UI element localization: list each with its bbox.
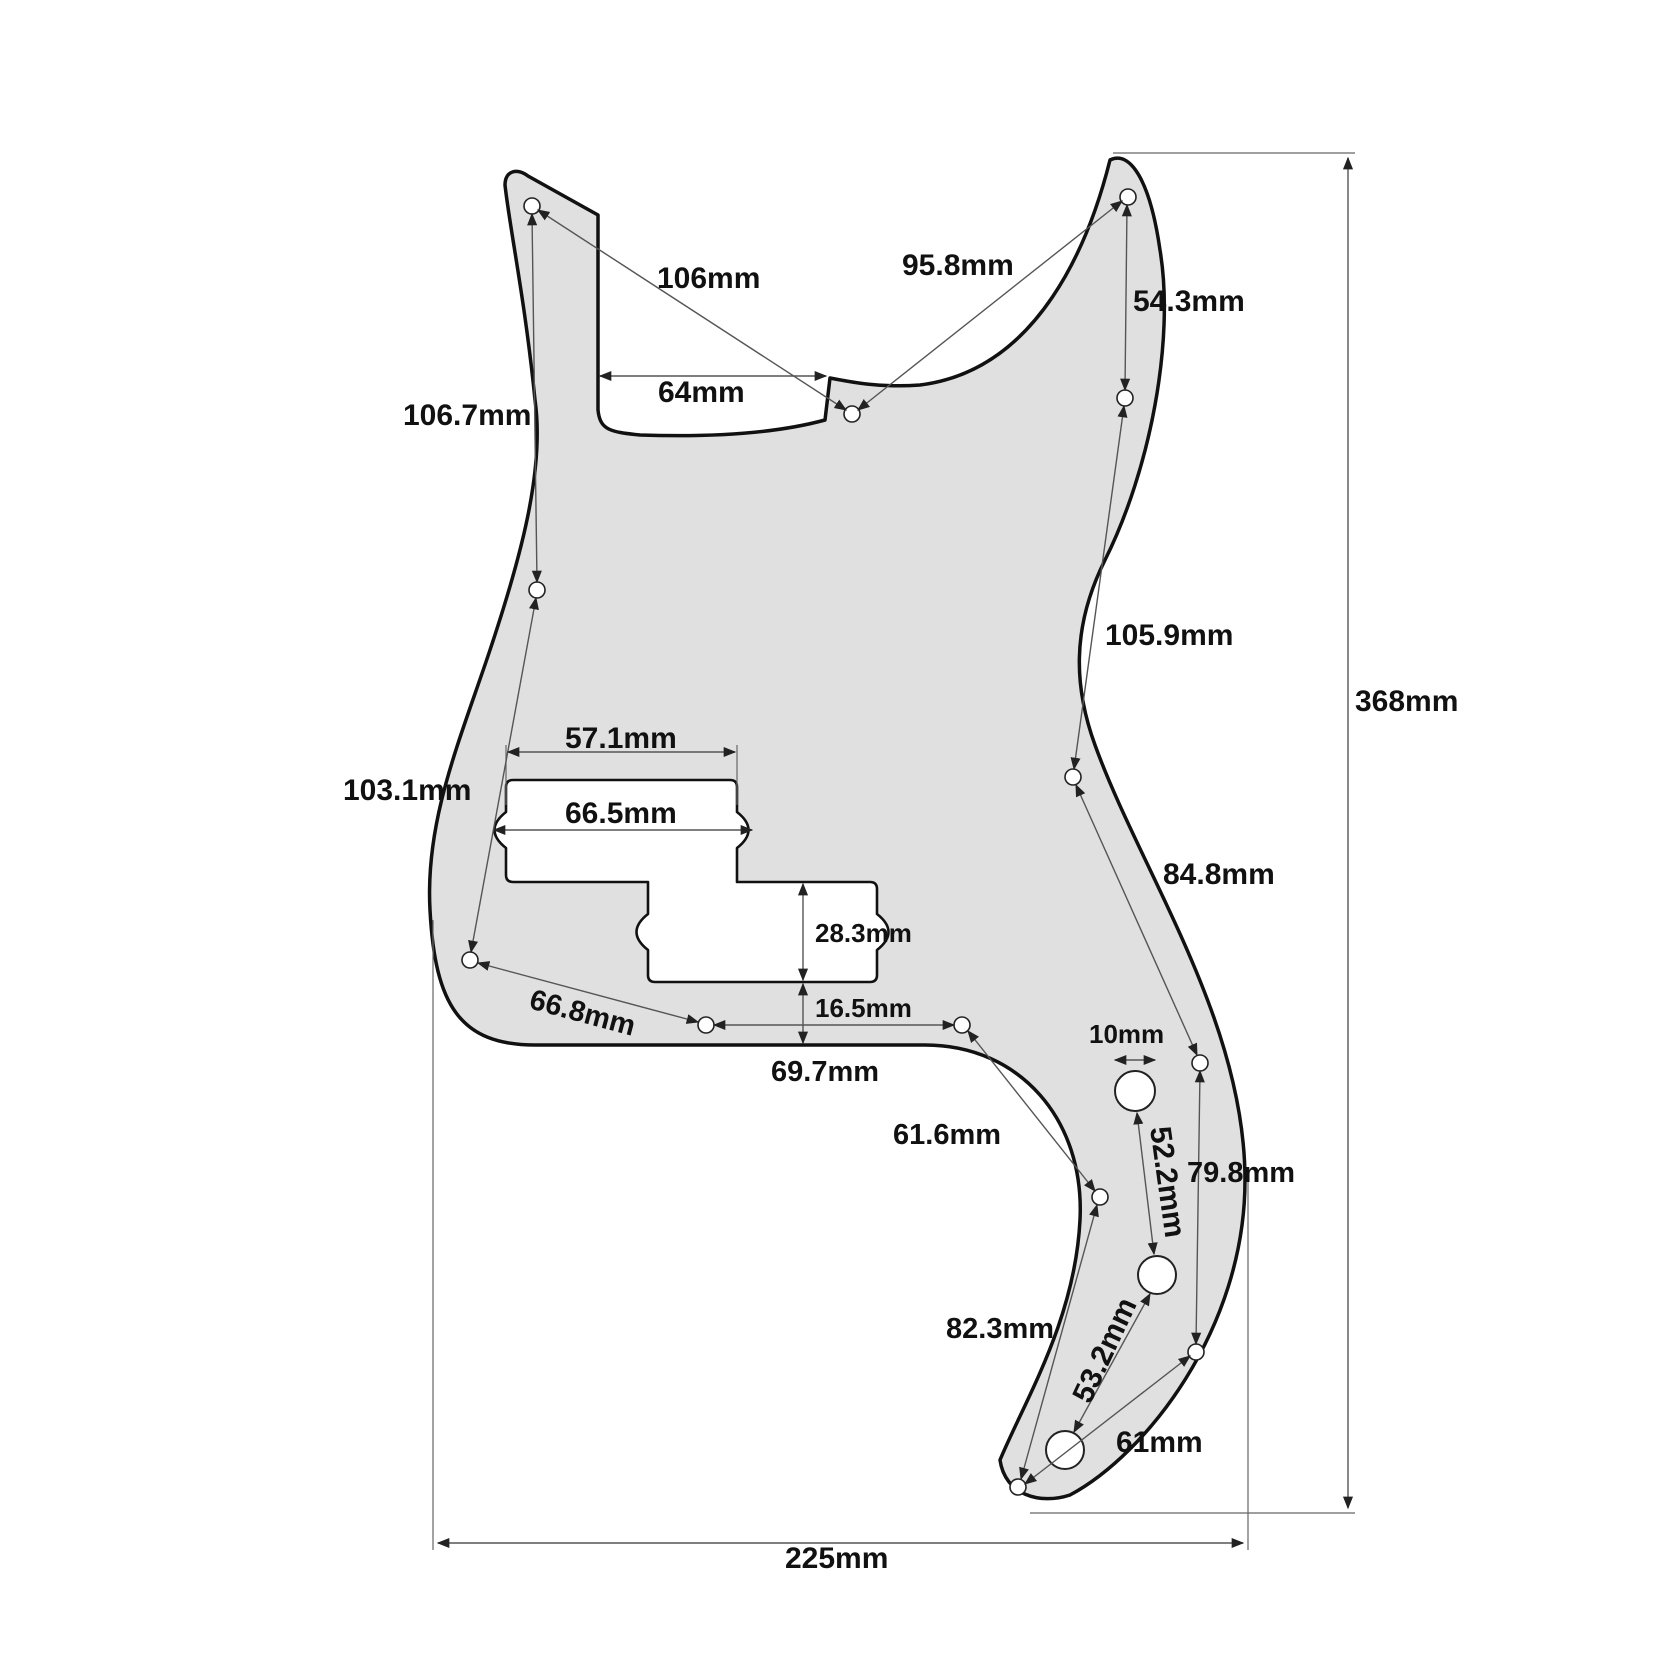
- dim-line-106-7: [527, 212, 542, 584]
- screw-hole: [843, 405, 861, 423]
- screw-hole: [523, 197, 541, 215]
- dim-line-95-8: [857, 200, 1123, 411]
- label-54-3: 54.3mm: [1133, 285, 1245, 318]
- screw-hole: [1064, 768, 1082, 786]
- screw-hole: [461, 951, 479, 969]
- screw-hole: [697, 1016, 715, 1034]
- label-84-8: 84.8mm: [1163, 858, 1275, 891]
- dim-line-84-8: [1075, 783, 1198, 1057]
- label-61: 61mm: [1116, 1426, 1203, 1459]
- screw-hole: [1187, 1343, 1205, 1361]
- screw-hole: [953, 1016, 971, 1034]
- dim-line-106: [536, 209, 848, 411]
- label-57-1: 57.1mm: [565, 722, 677, 755]
- dim-line-52-2: [1133, 1111, 1158, 1256]
- label-69-7: 69.7mm: [771, 1056, 879, 1088]
- dim-line-61: [1024, 1355, 1191, 1485]
- label-overall-height: 368mm: [1355, 685, 1458, 718]
- control-knob-hole: [1137, 1255, 1177, 1295]
- dim-line-105-9: [1070, 404, 1128, 771]
- label-neck-pocket: 64mm: [658, 376, 745, 409]
- label-10: 10mm: [1089, 1019, 1164, 1049]
- dim-line-103-1: [468, 596, 539, 954]
- label-66-5: 66.5mm: [565, 797, 677, 830]
- label-95-8: 95.8mm: [902, 249, 1014, 282]
- label-16-5: 16.5mm: [815, 993, 912, 1023]
- screw-hole: [1119, 188, 1137, 206]
- screw-hole: [528, 581, 546, 599]
- dim-line-79-8: [1191, 1069, 1205, 1346]
- label-105-9: 105.9mm: [1105, 619, 1233, 652]
- label-61-6: 61.6mm: [893, 1119, 1001, 1151]
- label-79-8: 79.8mm: [1187, 1157, 1295, 1189]
- dim-line-61-6: [967, 1030, 1096, 1192]
- screw-hole: [1009, 1478, 1027, 1496]
- label-103-1: 103.1mm: [343, 774, 471, 807]
- jack-hole: [1114, 1070, 1156, 1112]
- screw-hole: [1191, 1054, 1209, 1072]
- screw-hole: [1091, 1188, 1109, 1206]
- dim-line-66-8: [476, 961, 700, 1024]
- label-82-3: 82.3mm: [946, 1313, 1054, 1345]
- label-overall-width: 225mm: [785, 1542, 888, 1575]
- label-106: 106mm: [657, 262, 760, 295]
- screw-hole: [1116, 389, 1134, 407]
- label-28-3: 28.3mm: [815, 918, 912, 948]
- dim-line-54-3: [1120, 203, 1132, 392]
- label-106-7: 106.7mm: [403, 399, 531, 432]
